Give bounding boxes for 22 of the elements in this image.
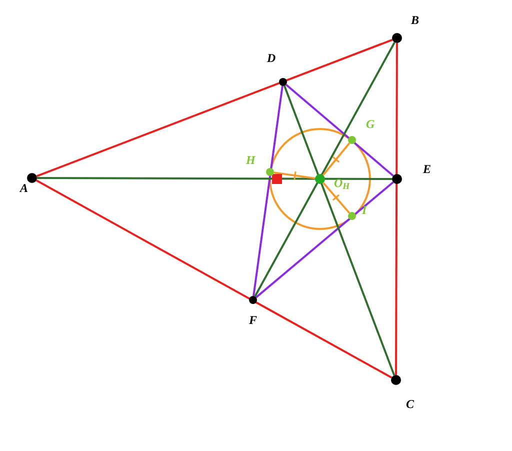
line-segment xyxy=(274,172,316,180)
point-label: A xyxy=(20,182,28,194)
point-label: O$_{H}$ xyxy=(334,177,350,189)
point-label: D xyxy=(267,52,276,64)
point-label: G xyxy=(366,118,375,130)
point-label: B xyxy=(411,14,420,26)
line-segment xyxy=(255,181,394,298)
line-segment xyxy=(322,142,350,176)
line-segment xyxy=(283,85,396,376)
line-segment xyxy=(36,38,393,178)
line-segment xyxy=(37,177,392,180)
line-segment xyxy=(395,43,398,375)
point-label: F xyxy=(249,314,258,326)
line-segment xyxy=(36,180,392,378)
line-segment xyxy=(254,42,396,297)
line-segment xyxy=(252,86,284,296)
point-label: E xyxy=(423,163,432,175)
point-label: H xyxy=(246,154,256,166)
line-segment xyxy=(322,182,350,214)
line-segment xyxy=(285,84,394,177)
point-label: C xyxy=(406,398,414,410)
point-label: I xyxy=(362,204,367,216)
